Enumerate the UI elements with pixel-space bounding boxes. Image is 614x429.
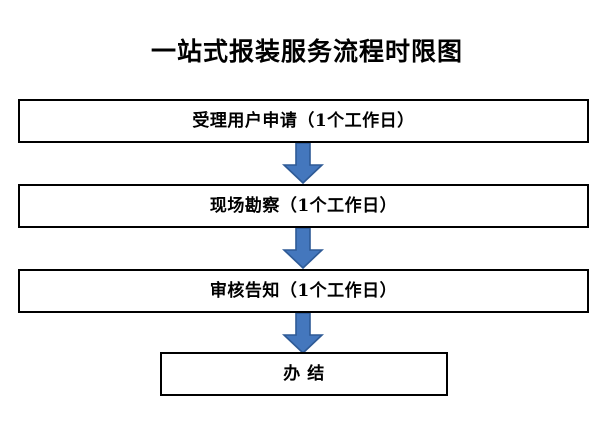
page-title: 一站式报装服务流程时限图 xyxy=(150,37,463,66)
flowchart-arrow-down-1 xyxy=(281,143,325,185)
flowchart-node-4[interactable]: 办 结 xyxy=(160,352,448,396)
flowchart-node-4-label: 办 结 xyxy=(283,364,325,384)
flowchart-node-3-label: 审核告知（1个工作日） xyxy=(209,281,398,301)
flowchart-node-2[interactable]: 现场勘察（1个工作日） xyxy=(18,184,589,228)
flowchart-arrow-down-3 xyxy=(281,313,325,355)
flowchart-arrow-down-2 xyxy=(281,228,325,270)
flowchart-node-3[interactable]: 审核告知（1个工作日） xyxy=(18,269,589,313)
flowchart-node-1-label: 受理用户申请（1个工作日） xyxy=(192,111,415,131)
flowchart-node-2-label: 现场勘察（1个工作日） xyxy=(209,196,398,216)
flowchart-node-1[interactable]: 受理用户申请（1个工作日） xyxy=(18,99,589,143)
